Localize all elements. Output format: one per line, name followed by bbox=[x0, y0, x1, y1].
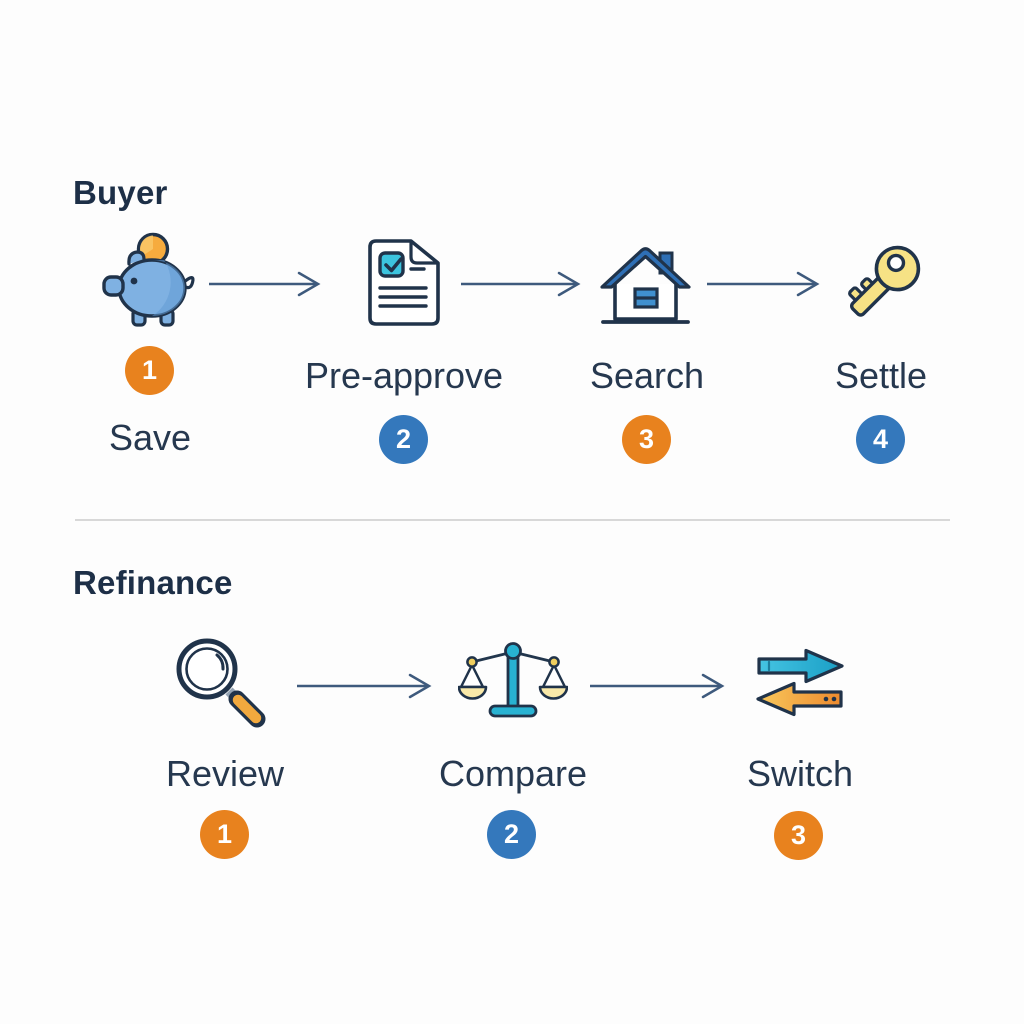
approved-document-icon bbox=[368, 239, 440, 326]
arrow-compare-to-switch bbox=[590, 673, 725, 699]
buyer-step-2-label: Pre-approve bbox=[304, 355, 504, 396]
refinance-step-2-label: Compare bbox=[438, 753, 588, 794]
refinance-step-3-badge: 3 bbox=[774, 811, 823, 860]
key-icon bbox=[848, 245, 921, 317]
section-divider bbox=[75, 519, 950, 521]
piggy-bank-icon bbox=[102, 232, 195, 327]
refinance-step-1-label: Review bbox=[165, 753, 285, 794]
buyer-step-3-label: Search bbox=[589, 355, 705, 396]
buyer-step-2-badge: 2 bbox=[379, 415, 428, 464]
buyer-step-4-badge: 4 bbox=[856, 415, 905, 464]
buyer-section-title: Buyer bbox=[73, 174, 168, 211]
buyer-step-4-label: Settle bbox=[834, 355, 928, 396]
buyer-step-1-badge: 1 bbox=[125, 346, 174, 395]
arrow-review-to-compare bbox=[297, 673, 432, 699]
balance-scale-icon bbox=[458, 642, 568, 718]
swap-arrows-icon bbox=[756, 648, 844, 717]
magnifying-glass-icon bbox=[176, 638, 266, 728]
arrow-preapprove-to-search bbox=[461, 271, 581, 297]
buyer-step-3-badge: 3 bbox=[622, 415, 671, 464]
house-icon bbox=[600, 247, 691, 324]
refinance-step-3-label: Switch bbox=[746, 753, 854, 794]
refinance-section-title: Refinance bbox=[73, 564, 233, 601]
arrow-search-to-settle bbox=[707, 271, 820, 297]
buyer-step-1-label: Save bbox=[108, 417, 192, 458]
arrow-save-to-preapprove bbox=[209, 271, 321, 297]
refinance-step-1-badge: 1 bbox=[200, 810, 249, 859]
refinance-step-2-badge: 2 bbox=[487, 810, 536, 859]
